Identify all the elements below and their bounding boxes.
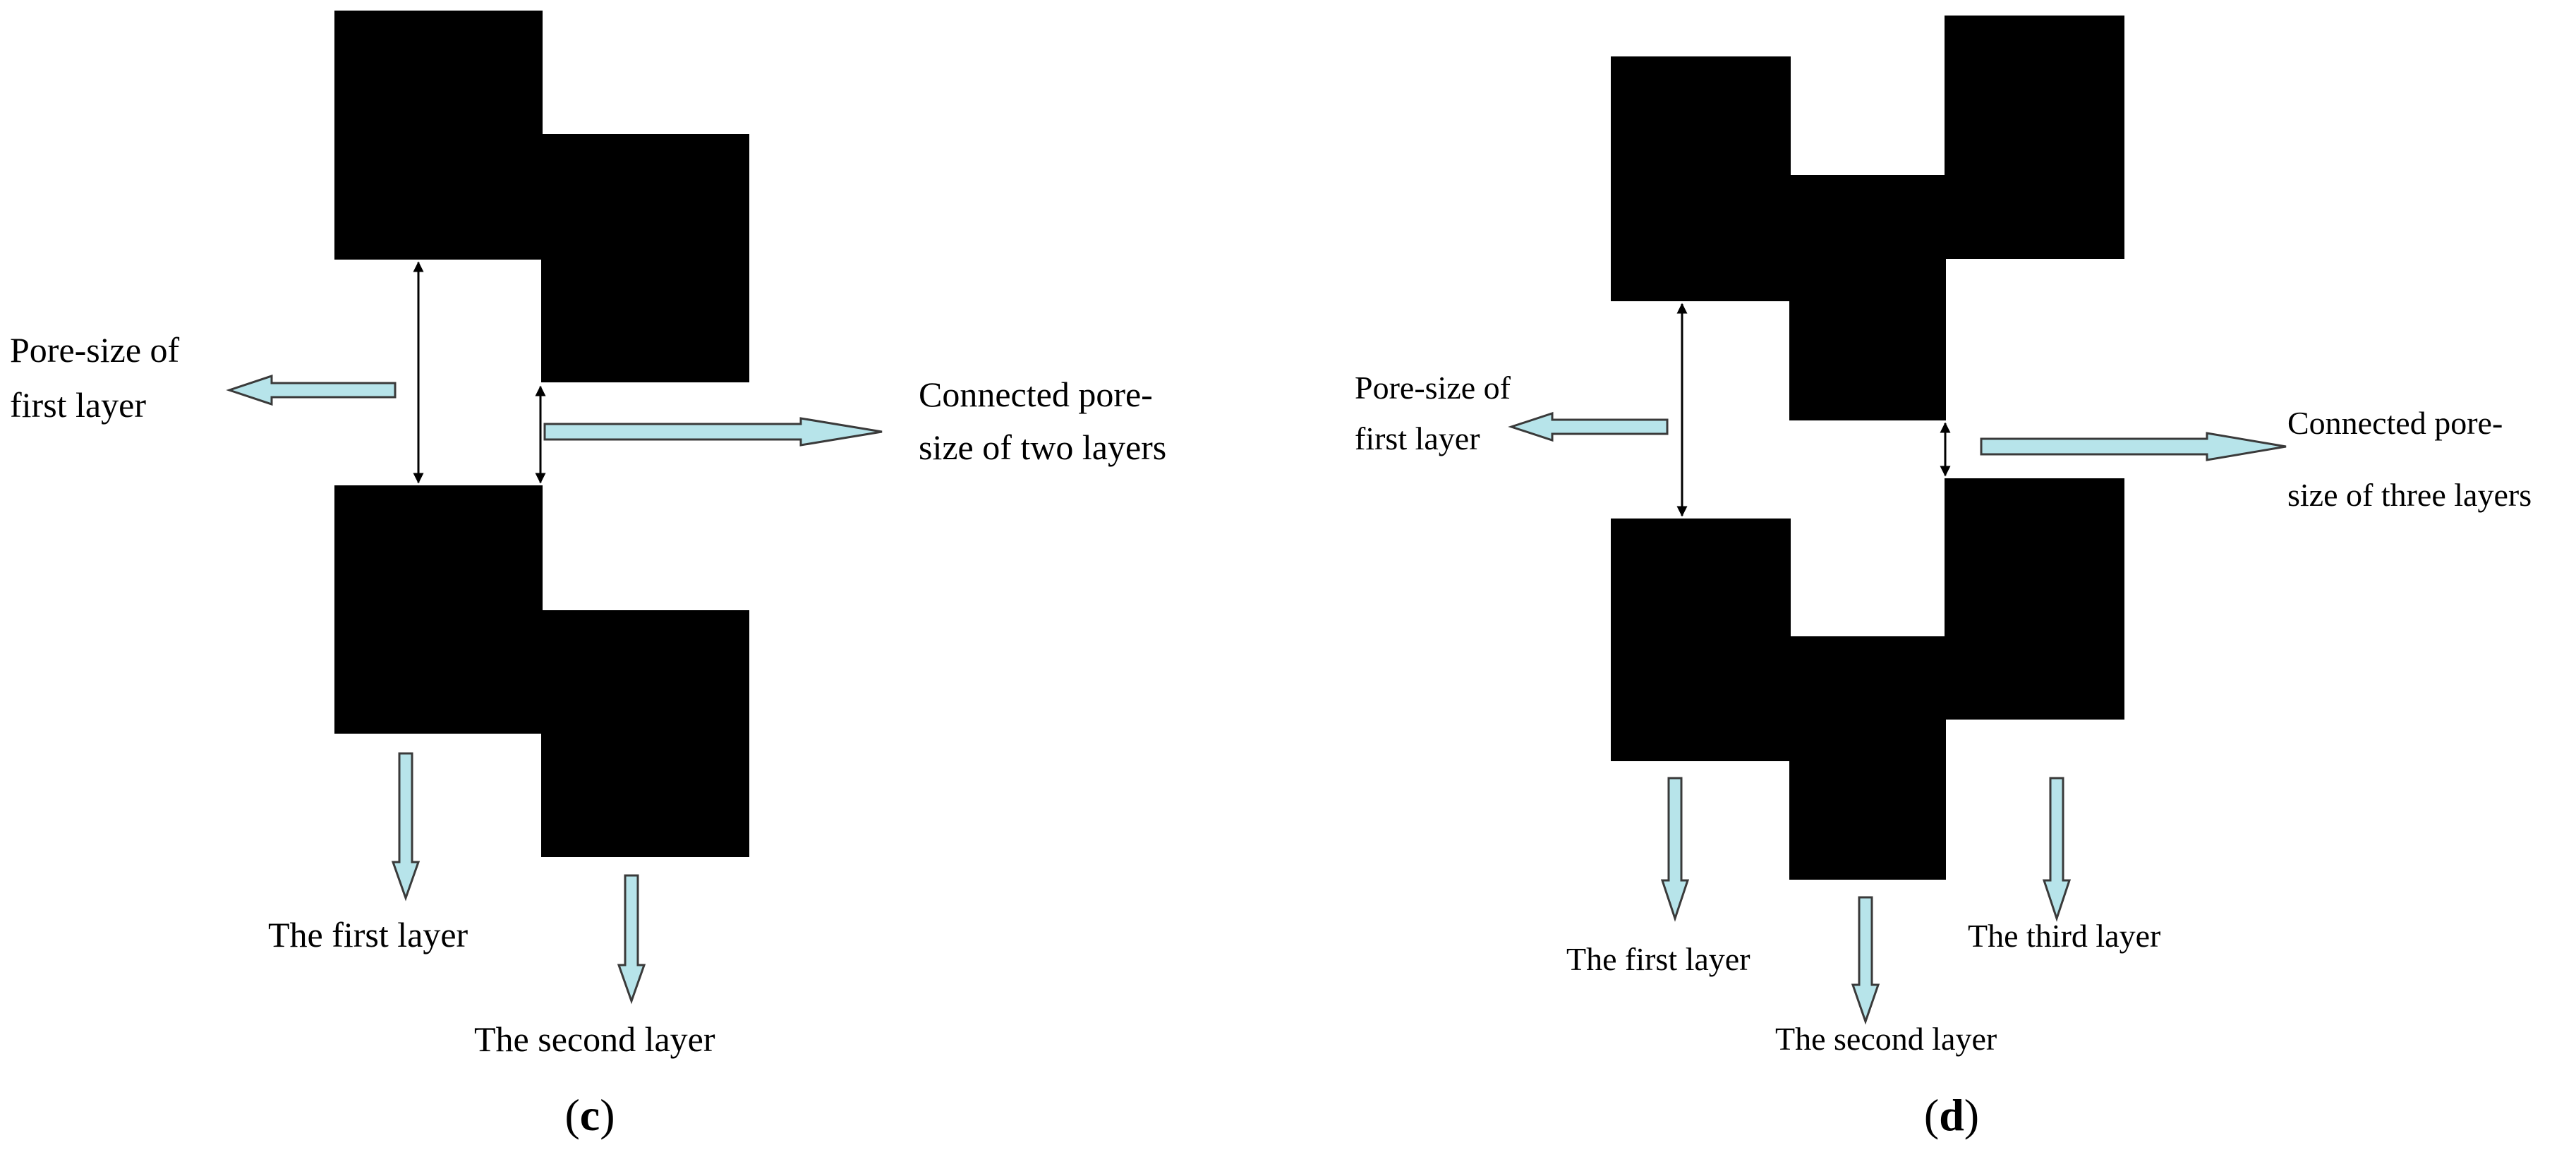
panel-d: Pore-size of first layer Connected pore-…: [1355, 16, 2532, 1140]
label-d-connected-pore-line1: Connected pore-: [2287, 405, 2503, 441]
label-d-second-layer: The second layer: [1775, 1021, 1997, 1057]
pointer-arrow-c-pore-first-layer: [226, 374, 397, 406]
block-d-third-layer-top: [1945, 16, 2124, 259]
block-d-second-layer-top: [1789, 175, 1946, 420]
block-c-first-layer-top: [334, 11, 543, 260]
label-c-connected-pore-line2: size of two layers: [919, 428, 1166, 467]
pointer-arrow-d-first-layer: [1660, 777, 1690, 922]
label-c-pore-size-first-layer-line1: Pore-size of: [10, 330, 180, 370]
pointer-arrow-d-connected-pore: [1980, 432, 2287, 461]
pointer-arrow-c-connected-pore: [543, 417, 883, 447]
pointer-arrow-d-second-layer: [1851, 896, 1880, 1025]
label-d-connected-pore-line2: size of three layers: [2287, 477, 2532, 513]
label-d-third-layer: The third layer: [1968, 918, 2160, 954]
label-d-first-layer: The first layer: [1566, 941, 1750, 977]
block-d-first-layer-bottom: [1611, 519, 1791, 761]
pointer-arrow-c-second-layer: [617, 874, 646, 1005]
caption-c: (c): [564, 1090, 615, 1140]
panel-c: Pore-size of first layer Connected pore-…: [10, 11, 1166, 1140]
label-c-first-layer: The first layer: [268, 915, 468, 954]
block-c-first-layer-bottom: [334, 485, 543, 734]
label-c-pore-size-first-layer-line2: first layer: [10, 385, 146, 425]
label-d-pore-size-first-layer-line2: first layer: [1355, 420, 1480, 456]
block-d-third-layer-bottom: [1945, 478, 2124, 720]
block-c-second-layer-bottom: [541, 610, 749, 857]
label-d-pore-size-first-layer-line1: Pore-size of: [1355, 370, 1511, 406]
caption-d: (d): [1924, 1090, 1979, 1140]
block-d-first-layer-top: [1611, 56, 1791, 301]
block-d-second-layer-bottom: [1789, 636, 1946, 880]
label-c-second-layer: The second layer: [474, 1019, 715, 1059]
label-c-connected-pore-line1: Connected pore-: [919, 375, 1153, 414]
block-c-second-layer-top: [541, 134, 749, 382]
pointer-arrow-c-first-layer: [391, 752, 421, 902]
pointer-arrow-d-third-layer: [2042, 777, 2072, 922]
pointer-arrow-d-pore-first-layer: [1508, 411, 1669, 442]
